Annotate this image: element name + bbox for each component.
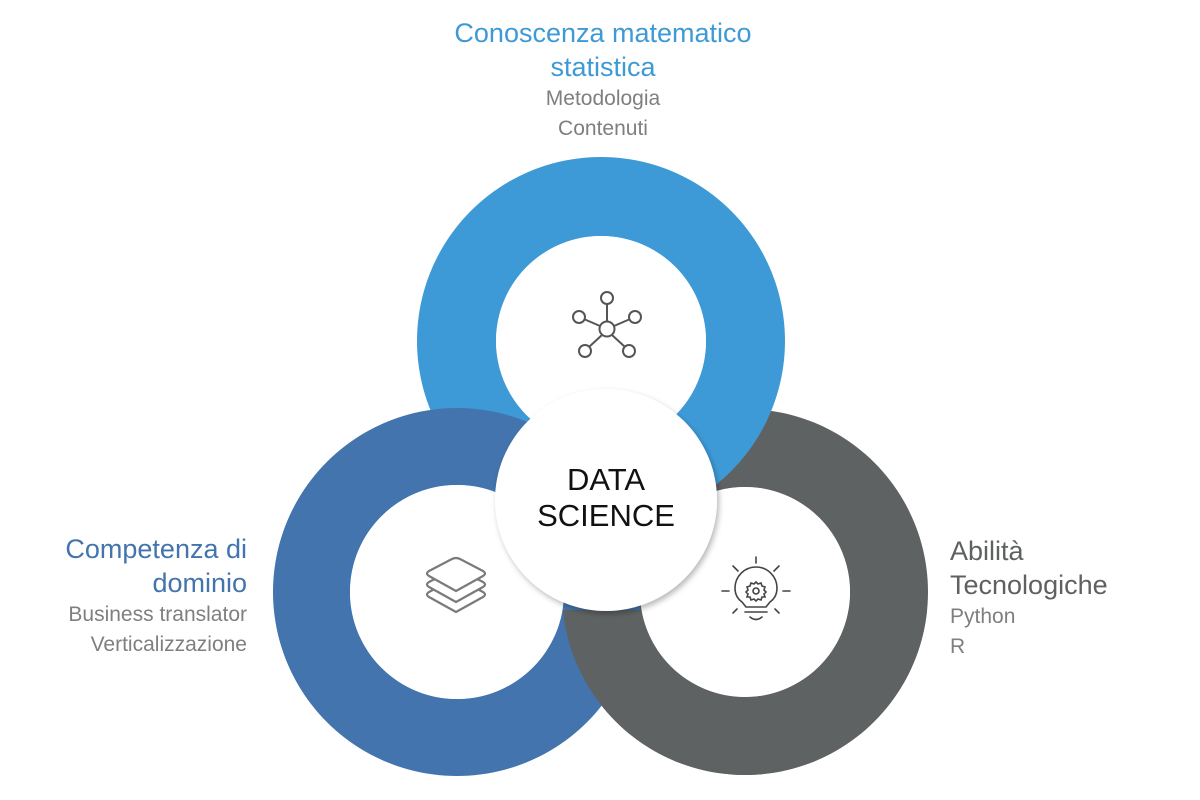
- hole-top: [496, 236, 706, 446]
- section-title-top-line2: statistica: [550, 52, 656, 82]
- center-title-line2: SCIENCE: [537, 498, 675, 533]
- section-label-top: Conoscenza matematico statistica Metodol…: [400, 16, 806, 144]
- section-title-top-line1: Conoscenza matematico: [454, 18, 752, 48]
- section-label-right: Abilità Tecnologiche Python R: [950, 534, 1190, 662]
- section-item: Business translator: [68, 603, 247, 626]
- section-item: R: [950, 635, 966, 658]
- layers-stack-icon: [425, 556, 487, 614]
- section-title-right-line1: Abilità: [950, 536, 1024, 566]
- section-item: Contenuti: [558, 117, 648, 140]
- section-title-right-line2: Tecnologiche: [950, 570, 1108, 600]
- center-title-line1: DATA: [566, 462, 646, 497]
- center-title: DATA SCIENCE: [494, 462, 718, 534]
- section-title-left-line1: Competenza di: [65, 534, 247, 564]
- section-title-left-line2: dominio: [152, 568, 247, 598]
- section-item: Python: [950, 605, 1016, 628]
- section-item: Verticalizzazione: [90, 633, 247, 656]
- section-label-left: Competenza di dominio Business translato…: [10, 532, 247, 660]
- ring-right-overlap: [562, 610, 928, 775]
- lightbulb-gear-icon: [721, 556, 791, 621]
- section-item: Metodologia: [545, 87, 661, 110]
- network-hub-icon: [572, 291, 642, 358]
- center-circle: [495, 389, 717, 611]
